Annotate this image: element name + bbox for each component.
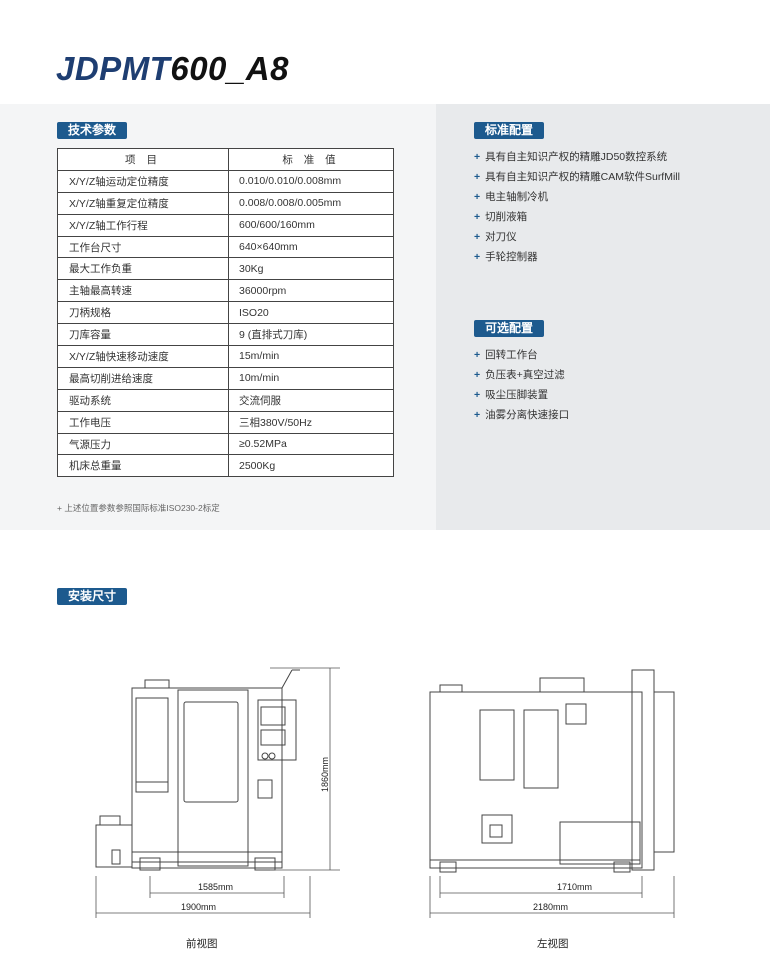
spec-value-cell: 10m/min bbox=[228, 366, 394, 390]
side-outer-width-label: 2180mm bbox=[533, 902, 568, 912]
list-item: + 回转工作台 bbox=[474, 345, 569, 365]
list-item-label: 切削液箱 bbox=[485, 211, 528, 223]
spec-table-header: 项 目 标 准 值 bbox=[57, 148, 394, 171]
plus-bullet-icon: + bbox=[474, 151, 481, 163]
list-item-label: 油雾分离快速接口 bbox=[485, 409, 570, 421]
spec-value-cell: ISO20 bbox=[228, 301, 394, 325]
front-outer-width-label: 1900mm bbox=[181, 902, 216, 912]
spec-item-cell: X/Y/Z轴快速移动速度 bbox=[57, 345, 229, 368]
front-view-caption: 前视图 bbox=[186, 938, 218, 950]
standard-config-tag: 标准配置 bbox=[474, 122, 545, 139]
list-item: + 对刀仪 bbox=[474, 227, 680, 247]
plus-bullet-icon: + bbox=[474, 211, 481, 223]
front-view-drawing bbox=[95, 669, 300, 871]
tech-params-tag: 技术参数 bbox=[57, 122, 128, 139]
side-dimensions bbox=[429, 876, 675, 918]
spec-footnote: + 上述位置参数参照国际标准ISO230-2标定 bbox=[57, 503, 220, 513]
title-prefix: JDPMT bbox=[56, 50, 171, 87]
table-row: 驱动系统交流伺服 bbox=[57, 388, 394, 412]
list-item: + 电主轴制冷机 bbox=[474, 187, 680, 207]
header-value: 标 准 值 bbox=[228, 148, 394, 171]
list-item: + 手轮控制器 bbox=[474, 247, 680, 267]
plus-bullet-icon: + bbox=[474, 191, 481, 203]
title-suffix: 600_A8 bbox=[170, 50, 289, 87]
spec-value-cell: 交流伺服 bbox=[228, 388, 394, 412]
spec-item-cell: 工作台尺寸 bbox=[57, 235, 229, 259]
list-item-label: 电主轴制冷机 bbox=[485, 191, 549, 203]
spec-item-cell: X/Y/Z轴运动定位精度 bbox=[57, 169, 229, 193]
list-item: + 具有自主知识产权的精雕CAM软件SurfMill bbox=[474, 167, 680, 187]
config-panel-background bbox=[436, 104, 770, 530]
list-item-label: 手轮控制器 bbox=[485, 251, 538, 263]
spec-value-cell: 9 (直排式刀库) bbox=[228, 323, 394, 347]
spec-value-cell: 36000rpm bbox=[228, 279, 394, 303]
front-inner-width-label: 1585mm bbox=[198, 882, 233, 892]
list-item-label: 对刀仪 bbox=[485, 231, 517, 243]
spec-item-cell: 气源压力 bbox=[57, 432, 229, 456]
front-height-label: 1860mm bbox=[320, 757, 330, 792]
list-item-label: 具有自主知识产权的精雕JD50数控系统 bbox=[485, 151, 668, 163]
spec-item-cell: 刀柄规格 bbox=[57, 301, 229, 325]
plus-bullet-icon: + bbox=[474, 409, 481, 421]
list-item-label: 具有自主知识产权的精雕CAM软件SurfMill bbox=[485, 171, 680, 183]
list-item: + 负压表+真空过滤 bbox=[474, 365, 569, 385]
header-item: 项 目 bbox=[57, 148, 229, 171]
list-item: + 具有自主知识产权的精雕JD50数控系统 bbox=[474, 147, 680, 167]
table-row: 气源压力≥0.52MPa bbox=[57, 432, 394, 456]
plus-bullet-icon: + bbox=[474, 349, 481, 361]
install-dimensions-tag: 安装尺寸 bbox=[57, 588, 128, 605]
spec-item-cell: X/Y/Z轴重复定位精度 bbox=[57, 191, 229, 215]
list-item-label: 负压表+真空过滤 bbox=[485, 369, 565, 381]
plus-bullet-icon: + bbox=[474, 369, 481, 381]
list-item: + 油雾分离快速接口 bbox=[474, 405, 569, 425]
spec-value-cell: 640×640mm bbox=[228, 235, 394, 259]
spec-value-cell: 0.008/0.008/0.005mm bbox=[228, 191, 394, 215]
list-item: + 切削液箱 bbox=[474, 207, 680, 227]
spec-item-cell: X/Y/Z轴工作行程 bbox=[57, 213, 229, 237]
standard-config-list: + 具有自主知识产权的精雕JD50数控系统 + 具有自主知识产权的精雕CAM软件Sur… bbox=[474, 147, 680, 267]
spec-item-cell: 主轴最高转速 bbox=[57, 279, 229, 303]
spec-value-cell: 15m/min bbox=[228, 345, 394, 368]
plus-bullet-icon: + bbox=[474, 251, 481, 263]
list-item-label: 回转工作台 bbox=[485, 349, 538, 361]
side-inner-width-label: 1710mm bbox=[557, 882, 592, 892]
front-dimensions bbox=[95, 667, 340, 918]
spec-item-cell: 机床总重量 bbox=[57, 454, 229, 478]
optional-config-tag: 可选配置 bbox=[474, 320, 545, 337]
side-view-drawing bbox=[429, 669, 675, 873]
spec-item-cell: 最大工作负重 bbox=[57, 257, 229, 281]
page-title: JDPMT600_A8 bbox=[56, 50, 289, 88]
table-row: 工作电压三相380V/50Hz bbox=[57, 410, 394, 434]
optional-config-list: + 回转工作台 + 负压表+真空过滤 + 吸尘压脚装置 + 油雾分离快速接口 bbox=[474, 345, 569, 425]
plus-bullet-icon: + bbox=[474, 171, 481, 183]
spec-item-cell: 刀库容量 bbox=[57, 323, 229, 347]
spec-value-cell: ≥0.52MPa bbox=[228, 432, 394, 456]
list-item: + 吸尘压脚装置 bbox=[474, 385, 569, 405]
spec-value-cell: 30Kg bbox=[228, 257, 394, 281]
install-drawings: 1860mm 1585mm 1900mm 1710mm 2180mm bbox=[95, 667, 675, 918]
spec-value-cell: 0.010/0.010/0.008mm bbox=[228, 169, 394, 193]
spec-item-cell: 工作电压 bbox=[57, 410, 229, 434]
spec-item-cell: 最高切削进给速度 bbox=[57, 366, 229, 390]
list-item-label: 吸尘压脚装置 bbox=[485, 389, 549, 401]
spec-value-cell: 600/600/160mm bbox=[228, 213, 394, 237]
spec-value-cell: 三相380V/50Hz bbox=[228, 410, 394, 434]
spec-item-cell: 驱动系统 bbox=[57, 388, 229, 412]
plus-bullet-icon: + bbox=[474, 231, 481, 243]
spec-value-cell: 2500Kg bbox=[228, 454, 394, 478]
plus-bullet-icon: + bbox=[474, 389, 481, 401]
side-view-caption: 左视图 bbox=[537, 938, 569, 950]
